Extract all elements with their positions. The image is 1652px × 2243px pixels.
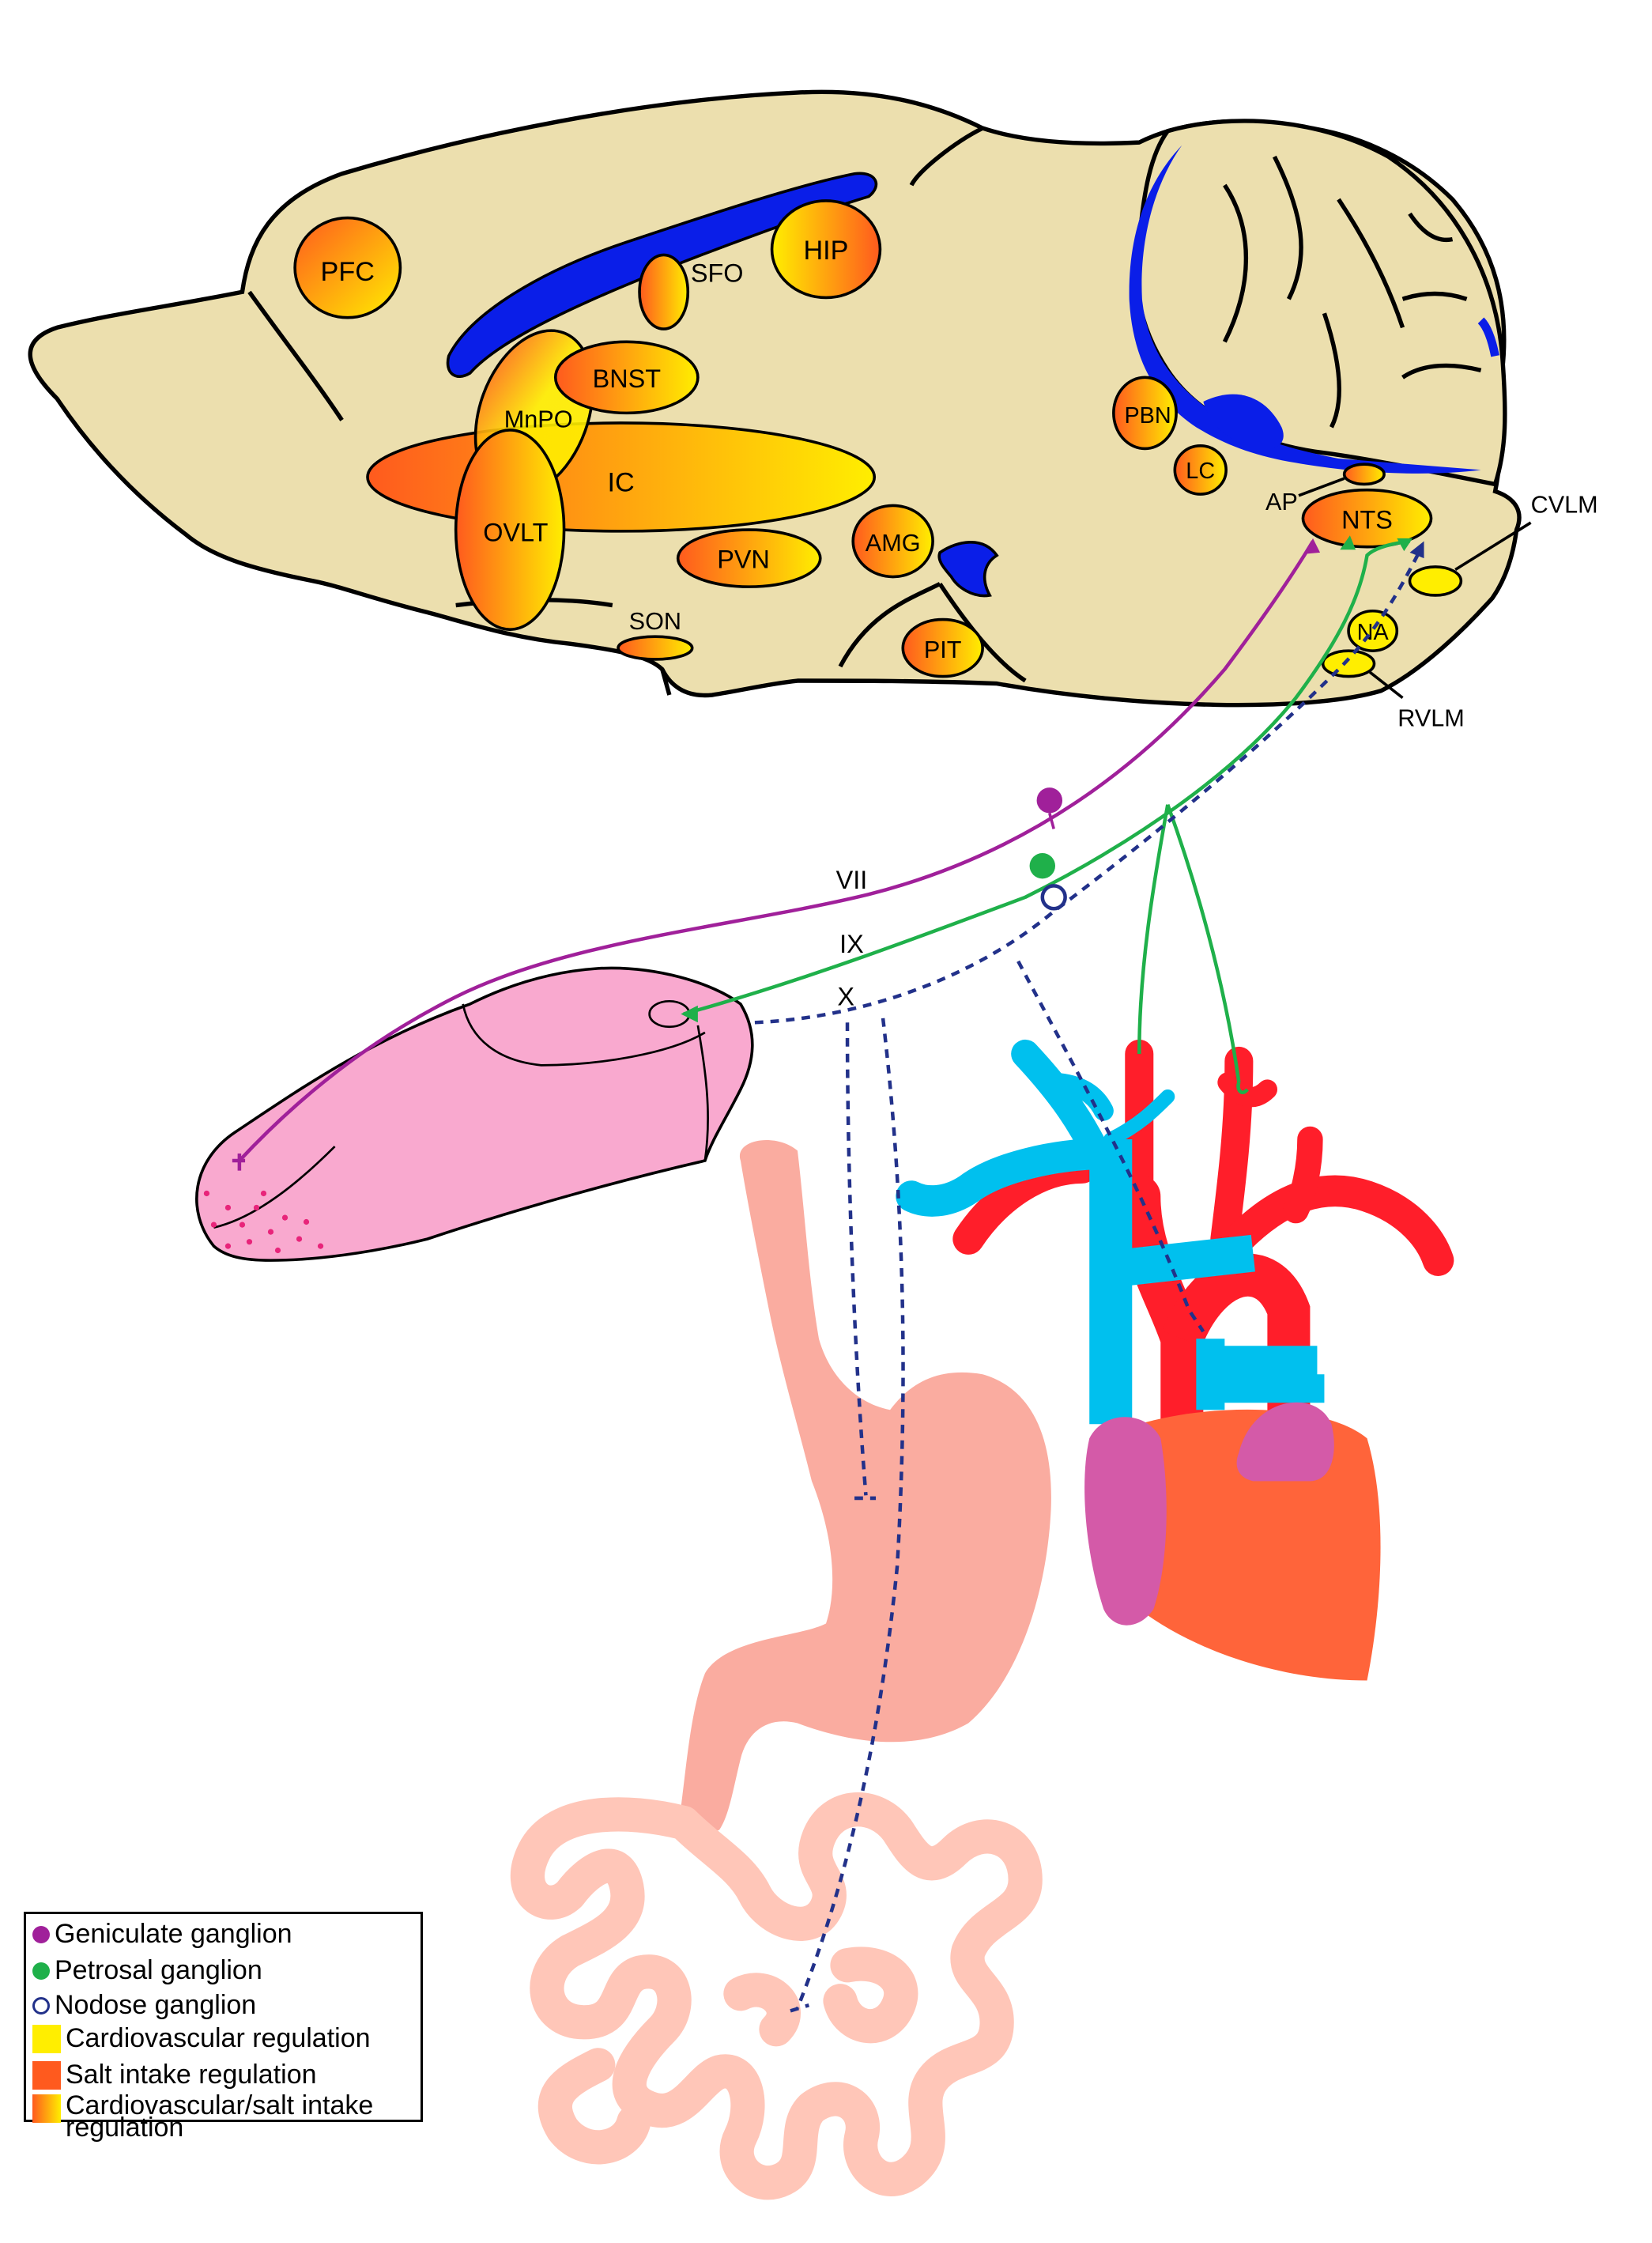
region-pfc	[293, 216, 402, 319]
label-rvlm: RVLM	[1397, 705, 1464, 732]
vein-branch-up	[1011, 1039, 1111, 1169]
brain-sulci	[247, 126, 1027, 696]
label-vii: VII	[836, 866, 868, 894]
legend-both: Cardiovascular/salt intake regulation	[32, 2090, 437, 2143]
label-na: NA	[1357, 620, 1390, 645]
label-pfc: PFC	[321, 257, 375, 287]
tongue-shape	[195, 966, 754, 1262]
region-pit	[901, 617, 984, 678]
tongue	[195, 966, 754, 1262]
label-son: SON	[629, 608, 681, 635]
label-bnst: BNST	[593, 364, 662, 393]
label-ovlt: OVLT	[483, 518, 548, 546]
third-ventricle	[937, 541, 999, 598]
label-sfo: SFO	[691, 259, 744, 288]
legend-salt-label: Salt intake regulation	[66, 2060, 317, 2090]
label-ic: IC	[608, 467, 635, 497]
legend-geniculate-label: Geniculate ganglion	[55, 1919, 292, 1949]
arrow-x-nts	[1409, 541, 1424, 559]
region-ap	[1342, 463, 1386, 486]
region-hip	[770, 199, 882, 300]
label-cvlm: CVLM	[1531, 491, 1598, 518]
label-pvn: PVN	[717, 546, 770, 574]
cardio-swatch-icon	[32, 2024, 61, 2053]
region-na	[1347, 609, 1399, 652]
arrow-ix-nts-2	[1397, 538, 1413, 552]
heart	[896, 1039, 1454, 1681]
stomach-shape	[681, 1139, 1051, 1833]
legend-petrosal-label: Petrosal ganglion	[55, 1955, 262, 1985]
legend-salt: Salt intake regulation	[32, 2060, 317, 2090]
petrosal-ganglion-marker	[1029, 852, 1056, 879]
right-atrium	[1084, 1417, 1167, 1626]
region-pvn	[676, 528, 822, 588]
region-pbn	[1112, 376, 1178, 451]
region-nts	[1301, 488, 1433, 549]
taste-buds	[203, 1190, 324, 1254]
left-atrium	[1236, 1402, 1334, 1482]
legend-cardio-label: Cardiovascular regulation	[66, 2023, 371, 2053]
intestines	[510, 1792, 1043, 2200]
artery-up-2b	[1217, 1072, 1278, 1108]
vein-top	[1103, 1089, 1175, 1147]
aorta-body	[1162, 1253, 1311, 1425]
nerve-x	[754, 547, 1423, 2013]
cerebellar-folia	[1222, 155, 1499, 429]
nerve-ix	[683, 539, 1410, 1094]
brain: PFC SFO HIP IC MnPO OVLT BNST PVN AMG SO…	[28, 89, 1598, 732]
region-cvlm	[1408, 565, 1463, 597]
region-rvlm	[1321, 649, 1376, 678]
arrow-vii	[1304, 538, 1321, 554]
region-amg	[851, 504, 934, 579]
stomach	[681, 1139, 1051, 1833]
label-lc: LC	[1186, 459, 1215, 484]
legend-petrosal: Petrosal ganglion	[32, 1955, 262, 1986]
region-son	[617, 635, 694, 661]
legend-cardio: Cardiovascular regulation	[32, 2023, 371, 2054]
label-ap: AP	[1265, 489, 1298, 515]
region-lc	[1173, 444, 1228, 496]
label-hip: HIP	[803, 236, 848, 266]
petrosal-dot-icon	[32, 1962, 50, 1980]
label-mnpo: MnPO	[504, 406, 573, 432]
pulmonary-lower	[1196, 1339, 1325, 1410]
legend-both-label: Cardiovascular/salt intake regulation	[66, 2090, 374, 2143]
region-ovlt	[454, 429, 566, 631]
artery-right-top	[1283, 1126, 1323, 1224]
label-pit: PIT	[924, 636, 962, 663]
legend-geniculate: Geniculate ganglion	[32, 1919, 292, 1950]
label-pbn: PBN	[1124, 403, 1171, 429]
arrow-ix-nts	[1340, 535, 1356, 550]
both-swatch-icon	[32, 2094, 61, 2123]
label-ix: IX	[839, 930, 864, 958]
vein-branch-left	[896, 1138, 1127, 1217]
fourth-ventricle-pocket	[1203, 394, 1284, 450]
nodose-ganglion-marker	[1040, 884, 1067, 911]
salt-swatch-icon	[32, 2060, 61, 2090]
lateral-ventricle	[446, 172, 878, 378]
geniculate-ganglion-marker	[1036, 787, 1063, 814]
geniculate-dot-icon	[32, 1925, 50, 1943]
legend-nodose: Nodose ganglion	[32, 1990, 256, 2021]
nodose-ring-icon	[32, 1996, 50, 2015]
arrow-ix-tongue	[681, 1005, 698, 1023]
label-amg: AMG	[866, 530, 921, 557]
pulmonary-trunk	[1122, 1234, 1255, 1286]
legend: Geniculate ganglion Petrosal ganglion No…	[24, 1912, 423, 2141]
region-bnst	[553, 340, 700, 415]
artery-right-branch	[1223, 1175, 1454, 1276]
label-nts: NTS	[1341, 505, 1393, 534]
region-sfo	[638, 253, 690, 330]
label-x: X	[837, 983, 854, 1011]
nerve-vii	[232, 540, 1314, 1171]
legend-nodose-label: Nodose ganglion	[55, 1990, 257, 2020]
